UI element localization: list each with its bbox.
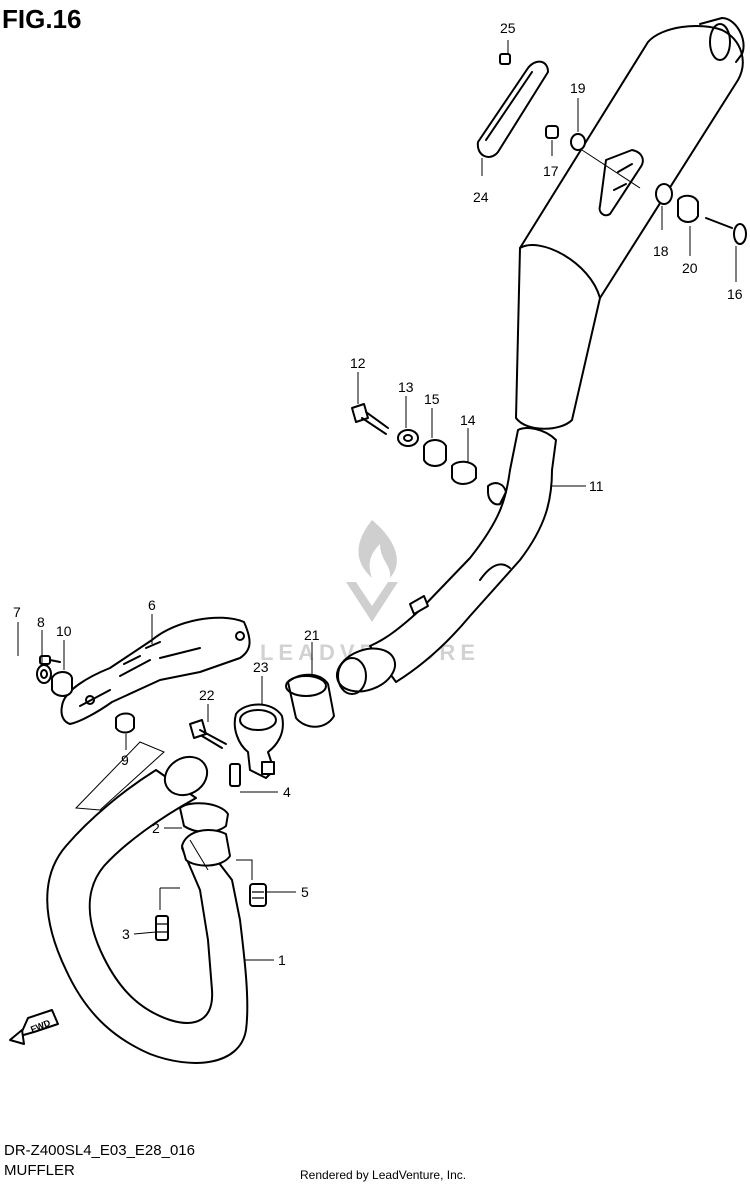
callout-20: 20: [682, 260, 698, 276]
callout-16: 16: [727, 286, 743, 302]
callout-25: 25: [500, 20, 516, 36]
callout-15: 15: [424, 391, 440, 407]
callout-10: 10: [56, 623, 72, 639]
collar-part-14: [451, 460, 477, 485]
washer-part-13: [397, 429, 419, 447]
callout-labels: 1 2 3 4 5 6 7 8 9 10 11 12 13 14 15 16 1…: [13, 20, 743, 968]
callout-9: 9: [121, 752, 129, 768]
stud-part-4: [229, 763, 241, 787]
bolt-part-16: [705, 217, 747, 245]
callout-12: 12: [350, 355, 366, 371]
figure-title: FIG.16: [2, 4, 82, 34]
callout-1: 1: [278, 952, 286, 968]
callout-24: 24: [473, 189, 489, 205]
bolt-part-22: [189, 719, 227, 749]
callout-19: 19: [570, 80, 586, 96]
callout-17: 17: [543, 163, 559, 179]
collar-part-20: [677, 194, 699, 223]
callout-5: 5: [301, 884, 309, 900]
callout-13: 13: [398, 379, 414, 395]
callout-7: 7: [13, 604, 21, 620]
callout-18: 18: [653, 243, 669, 259]
muffler-part-11: [335, 17, 745, 695]
bolt-part-25: [499, 53, 511, 65]
collar-part-10: [51, 671, 73, 697]
exhaust-pipe-part-1: [46, 755, 249, 1064]
washer-part-8: [36, 664, 52, 684]
washer-part-18: [655, 183, 673, 205]
callout-14: 14: [460, 412, 476, 428]
callout-2: 2: [152, 820, 160, 836]
bolt-part-7: [39, 655, 61, 665]
stud-part-3: [155, 915, 169, 941]
callout-22: 22: [199, 687, 215, 703]
leader-lines: [17, 40, 737, 961]
callout-4: 4: [283, 784, 291, 800]
section-name: MUFFLER: [4, 1162, 75, 1179]
render-credit: Rendered by LeadVenture, Inc.: [300, 1168, 467, 1182]
callout-3: 3: [122, 926, 130, 942]
callout-23: 23: [253, 659, 269, 675]
collar-part-15: [423, 439, 447, 467]
bracket-part-24: [476, 60, 549, 158]
model-code: DR-Z400SL4_E03_E28_016: [4, 1142, 195, 1159]
callout-6: 6: [148, 597, 156, 613]
nut-part-17: [545, 125, 559, 139]
nut-part-5: [249, 883, 267, 907]
bolt-part-12: [351, 403, 389, 435]
clamp-part-23: [233, 703, 284, 779]
callout-21: 21: [304, 627, 320, 643]
fwd-direction-arrow-icon: FWD: [9, 1009, 59, 1045]
bracket-part-6: [60, 616, 251, 725]
callout-8: 8: [37, 614, 45, 630]
collar-part-9: [115, 712, 135, 734]
callout-11: 11: [589, 478, 604, 494]
washer-part-19: [570, 133, 586, 151]
gasket-part-21: [285, 673, 335, 728]
